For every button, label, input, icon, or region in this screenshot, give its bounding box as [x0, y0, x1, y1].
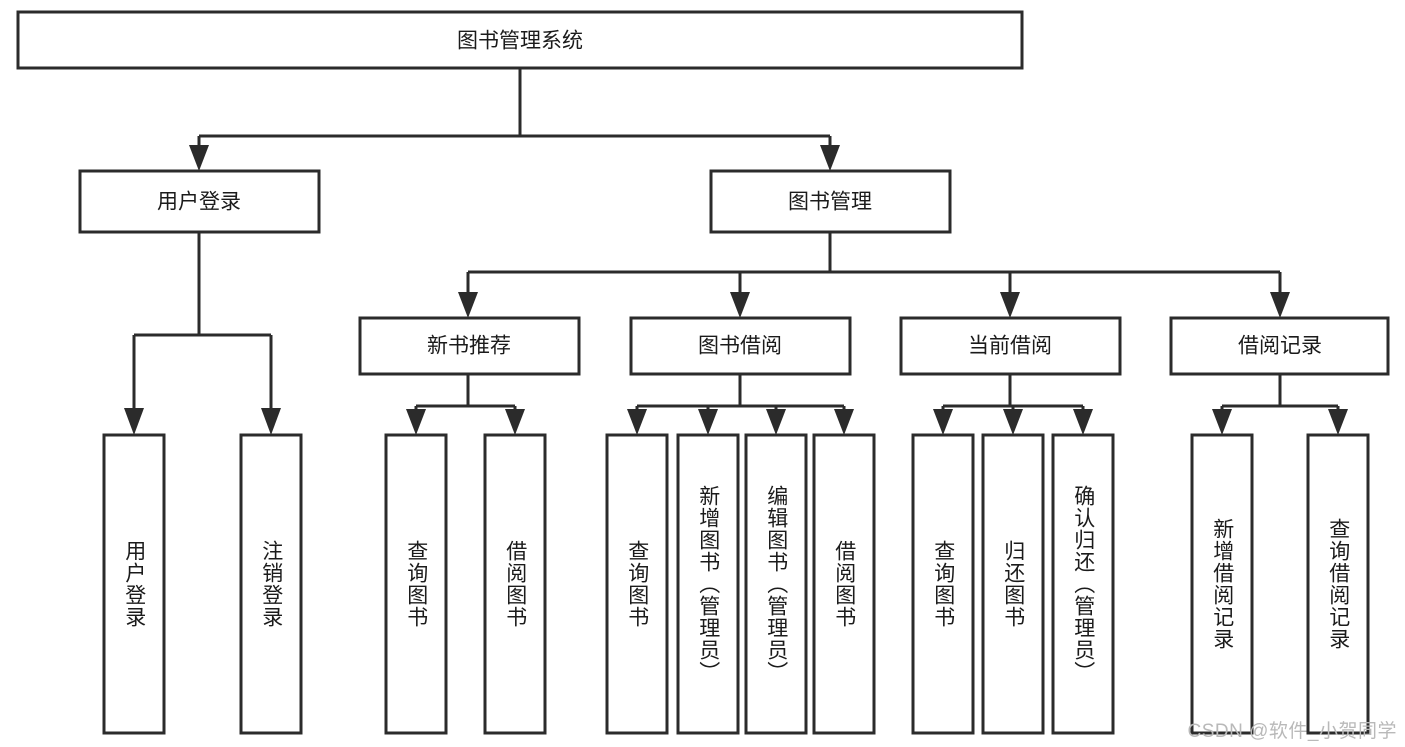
arrow-to-leaf-add-book [698, 409, 718, 435]
arrow-to-leaf-user-login [124, 408, 144, 435]
node-user-login[interactable]: 用户登录 [78, 169, 321, 234]
arrow-to-leaf-query-book-borrow [627, 409, 647, 435]
arrow-to-user-login [189, 145, 209, 171]
node-book-management-box[interactable] [709, 169, 952, 234]
arrow-to-leaf-borrow-book-new [505, 409, 525, 435]
node-current-borrow[interactable]: 当前借阅 [899, 316, 1122, 376]
leaf-box-add-book[interactable] [676, 433, 740, 735]
node-book-borrow-label: 图书借阅 [698, 335, 782, 358]
arrow-to-book-management [820, 145, 840, 171]
arrow-to-leaf-query-borrow-record [1328, 409, 1348, 435]
leaf-box-query-book-new[interactable] [384, 433, 448, 735]
leaf-box-logout[interactable] [239, 433, 303, 735]
node-user-login-label: 用户登录 [157, 191, 241, 214]
arrow-to-leaf-edit-book [766, 409, 786, 435]
node-new-book-recommend-label: 新书推荐 [427, 335, 511, 358]
arrow-to-leaf-borrow-book [834, 409, 854, 435]
leaf-box-borrow-book-new[interactable] [483, 433, 547, 735]
leaf-box-confirm-return[interactable] [1051, 433, 1115, 735]
node-current-borrow-box[interactable] [899, 316, 1122, 376]
connector-group [124, 68, 1348, 435]
arrow-to-leaf-query-book-current [933, 409, 953, 435]
node-current-borrow-label: 当前借阅 [968, 335, 1052, 358]
leaf-box-query-borrow-record[interactable] [1306, 433, 1370, 735]
arrow-to-current-borrow [1000, 292, 1020, 318]
node-book-management[interactable]: 图书管理 [709, 169, 952, 234]
leaf-box-add-borrow-record[interactable] [1190, 433, 1254, 735]
leaf-box-borrow-book[interactable] [812, 433, 876, 735]
leaf-box-query-book-borrow[interactable] [605, 433, 669, 735]
node-borrow-record[interactable]: 借阅记录 [1169, 316, 1390, 376]
leaf-box-user-login[interactable] [102, 433, 166, 735]
arrow-to-leaf-add-borrow-record [1212, 409, 1232, 435]
node-new-book-recommend[interactable]: 新书推荐 [358, 316, 581, 376]
node-borrow-record-label: 借阅记录 [1238, 335, 1322, 358]
leaf-box-return-book[interactable] [981, 433, 1045, 735]
leaf-box-group [102, 433, 1370, 735]
arrow-to-leaf-query-book-new [406, 409, 426, 435]
node-book-borrow-box[interactable] [629, 316, 852, 376]
arrow-to-leaf-confirm-return [1073, 409, 1093, 435]
leaf-box-edit-book[interactable] [744, 433, 808, 735]
arrow-to-leaf-return-book [1003, 409, 1023, 435]
node-root[interactable]: 图书管理系统 [16, 10, 1024, 70]
node-root-box[interactable] [16, 10, 1024, 70]
node-book-management-label: 图书管理 [788, 191, 872, 214]
node-borrow-record-box[interactable] [1169, 316, 1390, 376]
node-user-login-box[interactable] [78, 169, 321, 234]
watermark-text: CSDN @软件_小贺同学 [1187, 721, 1397, 742]
arrow-to-leaf-logout [261, 408, 281, 435]
leaf-box-query-book-current[interactable] [911, 433, 975, 735]
node-new-book-recommend-box[interactable] [358, 316, 581, 376]
arrow-to-borrow-record [1270, 292, 1290, 318]
arrow-to-book-borrow [730, 292, 750, 318]
node-book-borrow[interactable]: 图书借阅 [629, 316, 852, 376]
node-root-label: 图书管理系统 [457, 30, 583, 53]
arrow-to-new-book-recommend [458, 292, 478, 318]
